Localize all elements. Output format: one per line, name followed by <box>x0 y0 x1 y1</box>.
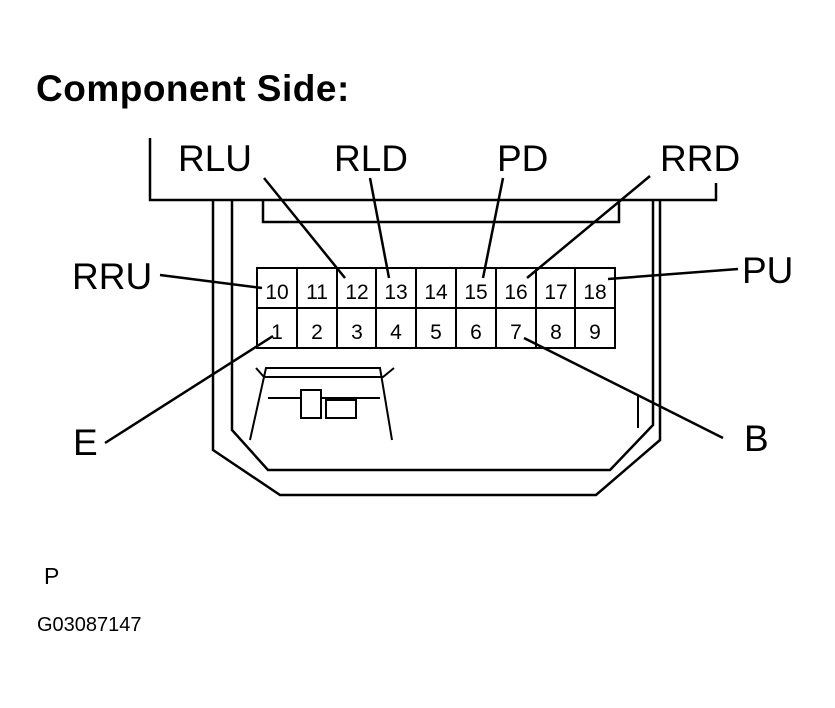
connector-housing-outer <box>211 200 662 497</box>
callout-e: E <box>73 422 98 463</box>
pin-18: 18 <box>583 281 606 304</box>
pin-15: 15 <box>464 281 487 304</box>
callout-rld: RLD <box>334 138 408 179</box>
leader-rrd <box>526 175 651 279</box>
pin-14: 14 <box>424 281 448 304</box>
pin-1: 1 <box>271 321 283 344</box>
view-letter-label: P <box>44 563 60 589</box>
leader-b <box>523 336 724 440</box>
pin-4: 4 <box>390 321 402 344</box>
diagram-title: Component Side: <box>36 68 350 109</box>
pin-12: 12 <box>345 281 368 304</box>
connector-latch <box>261 200 621 224</box>
leader-lines <box>104 175 739 445</box>
connector-key-detail <box>249 367 395 441</box>
pin-2: 2 <box>311 321 323 344</box>
leader-rld <box>368 177 391 279</box>
leader-e <box>104 334 274 445</box>
pin-16: 16 <box>504 281 527 304</box>
callout-rlu: RLU <box>178 138 252 179</box>
pin-7: 7 <box>510 321 522 344</box>
leader-pu <box>607 267 739 281</box>
pin-6: 6 <box>470 321 482 344</box>
callout-rrd: RRD <box>660 138 740 179</box>
pin-17: 17 <box>544 281 567 304</box>
figure-id-label: G03087147 <box>37 614 142 636</box>
callout-pu: PU <box>742 250 793 291</box>
pin-9: 9 <box>589 321 601 344</box>
callout-rru: RRU <box>72 256 152 297</box>
pin-11: 11 <box>306 281 328 304</box>
callout-b: B <box>744 418 769 459</box>
connector-housing-inner <box>230 200 655 472</box>
leader-pd <box>481 177 505 279</box>
connector-bracket <box>148 138 718 202</box>
pin-3: 3 <box>351 321 363 344</box>
pin-grid <box>256 267 616 349</box>
pin-8: 8 <box>550 321 562 344</box>
callout-pd: PD <box>497 138 548 179</box>
pin-10: 10 <box>265 281 288 304</box>
pin-5: 5 <box>430 321 442 344</box>
leader-rru <box>159 273 263 290</box>
pin-13: 13 <box>384 281 407 304</box>
leader-rlu <box>263 177 346 279</box>
